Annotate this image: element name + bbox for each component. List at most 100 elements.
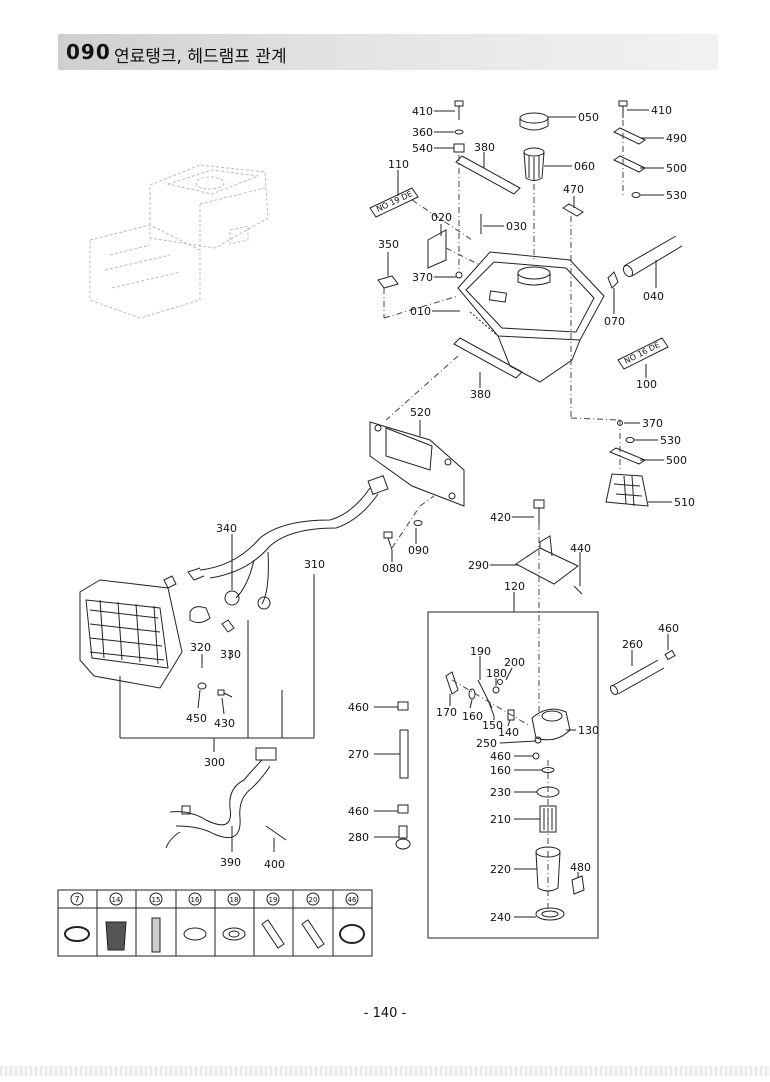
part-500-bracket-lower bbox=[608, 447, 647, 465]
part-label-460: 460 bbox=[348, 701, 369, 714]
part-label-270: 270 bbox=[348, 748, 369, 761]
part-380-strap-lower bbox=[453, 337, 523, 379]
part-label-510: 510 bbox=[674, 496, 695, 509]
common-parts-legend bbox=[57, 889, 373, 957]
part-520-headlamp-bracket bbox=[369, 421, 465, 507]
legend-symbol-7: 7 bbox=[74, 895, 79, 904]
engine-ghost-illustration bbox=[89, 164, 269, 319]
part-label-460: 460 bbox=[348, 805, 369, 818]
page-number: - 140 - bbox=[363, 1006, 407, 1021]
part-330-small-bulb bbox=[221, 619, 235, 633]
part-240-ring-nut bbox=[535, 907, 565, 921]
part-020-label bbox=[427, 229, 447, 269]
part-180-ring bbox=[492, 686, 500, 694]
part-label-160: 160 bbox=[490, 764, 511, 777]
part-label-010: 010 bbox=[410, 305, 431, 318]
part-label-530: 530 bbox=[666, 189, 687, 202]
part-420-bolt bbox=[533, 499, 545, 524]
part-120-assembly-box bbox=[427, 611, 599, 939]
part-450-washer bbox=[197, 682, 207, 690]
part-510-holder bbox=[605, 473, 649, 507]
section-title: 연료탱크, 헤드램프 관계 bbox=[114, 47, 287, 67]
part-label-160: 160 bbox=[462, 710, 483, 723]
legend-symbol-18: 18 bbox=[230, 896, 239, 904]
part-270-fuel-hose bbox=[399, 729, 409, 779]
part-label-090: 090 bbox=[408, 544, 429, 557]
part-label-370: 370 bbox=[642, 417, 663, 430]
part-390-harness bbox=[165, 747, 277, 849]
part-440-screw bbox=[573, 585, 583, 595]
part-label-070: 070 bbox=[604, 315, 625, 328]
decal-100 bbox=[617, 337, 669, 370]
part-label-060: 060 bbox=[574, 160, 595, 173]
legend-symbol-15: 15 bbox=[152, 896, 161, 904]
part-label-140: 140 bbox=[498, 726, 519, 739]
legend-symbol-46: 46 bbox=[348, 896, 357, 904]
part-label-120: 120 bbox=[504, 580, 525, 593]
part-410-screw-right bbox=[618, 100, 628, 118]
part-label-240: 240 bbox=[490, 911, 511, 924]
part-label-430: 430 bbox=[214, 717, 235, 730]
part-label-520: 520 bbox=[410, 406, 431, 419]
part-label-360: 360 bbox=[412, 126, 433, 139]
part-label-110: 110 bbox=[388, 158, 409, 171]
part-label-400: 400 bbox=[264, 858, 285, 871]
part-370-grommet-upper bbox=[455, 271, 463, 279]
part-040-tube bbox=[622, 235, 683, 278]
part-label-470: 470 bbox=[563, 183, 584, 196]
part-label-050: 050 bbox=[578, 111, 599, 124]
part-label-500: 500 bbox=[666, 454, 687, 467]
part-460-clip-b bbox=[397, 701, 409, 711]
part-label-220: 220 bbox=[490, 863, 511, 876]
part-label-460: 460 bbox=[490, 750, 511, 763]
part-label-530: 530 bbox=[660, 434, 681, 447]
part-label-370: 370 bbox=[412, 271, 433, 284]
part-170-lever bbox=[445, 671, 459, 695]
legend-symbols: 7 14 15 16 18 19 20 46 bbox=[74, 895, 357, 904]
part-010-fuel-tank bbox=[457, 251, 605, 383]
scan-edge-strip bbox=[0, 1066, 770, 1076]
part-060-strainer bbox=[523, 147, 545, 181]
part-160-oring-a bbox=[468, 688, 476, 700]
part-150-pin bbox=[487, 699, 495, 717]
part-540-bushing bbox=[453, 143, 465, 153]
part-430-screw bbox=[217, 689, 233, 698]
part-label-040: 040 bbox=[643, 290, 664, 303]
part-label-100: 100 bbox=[636, 378, 657, 391]
part-470-label bbox=[562, 203, 584, 217]
part-label-410: 410 bbox=[412, 105, 433, 118]
part-label-280: 280 bbox=[348, 831, 369, 844]
part-label-210: 210 bbox=[490, 813, 511, 826]
legend-symbol-14: 14 bbox=[112, 896, 121, 904]
part-label-440: 440 bbox=[570, 542, 591, 555]
part-lamp-plug bbox=[163, 575, 177, 589]
part-310-wire-harness bbox=[199, 475, 389, 605]
part-090-washer bbox=[413, 520, 423, 526]
part-label-340: 340 bbox=[216, 522, 237, 535]
part-label-490: 490 bbox=[666, 132, 687, 145]
part-130-fuel-cock-body bbox=[531, 708, 571, 741]
part-label-170: 170 bbox=[436, 706, 457, 719]
part-label-310: 310 bbox=[304, 558, 325, 571]
part-050-fuel-cap bbox=[519, 112, 549, 131]
part-280-banjo-fitting bbox=[395, 825, 411, 850]
part-label-480: 480 bbox=[570, 861, 591, 874]
part-label-330: 330 bbox=[220, 648, 241, 661]
part-200-ring bbox=[497, 679, 503, 685]
part-340-bulb-socket bbox=[187, 567, 271, 610]
part-400-pin bbox=[265, 825, 287, 841]
part-350-label bbox=[377, 275, 399, 289]
part-label-420: 420 bbox=[490, 511, 511, 524]
part-label-030: 030 bbox=[506, 220, 527, 233]
part-530-washer-upper bbox=[631, 192, 641, 198]
part-460-clip-a bbox=[664, 649, 676, 661]
part-300-headlamp bbox=[79, 579, 183, 689]
part-070-clip bbox=[607, 271, 619, 289]
part-label-390: 390 bbox=[220, 856, 241, 869]
part-label-230: 230 bbox=[490, 786, 511, 799]
part-label-020: 020 bbox=[431, 211, 452, 224]
part-460-clip-d bbox=[397, 804, 409, 814]
part-label-250: 250 bbox=[476, 737, 497, 750]
part-480-label bbox=[571, 875, 585, 895]
